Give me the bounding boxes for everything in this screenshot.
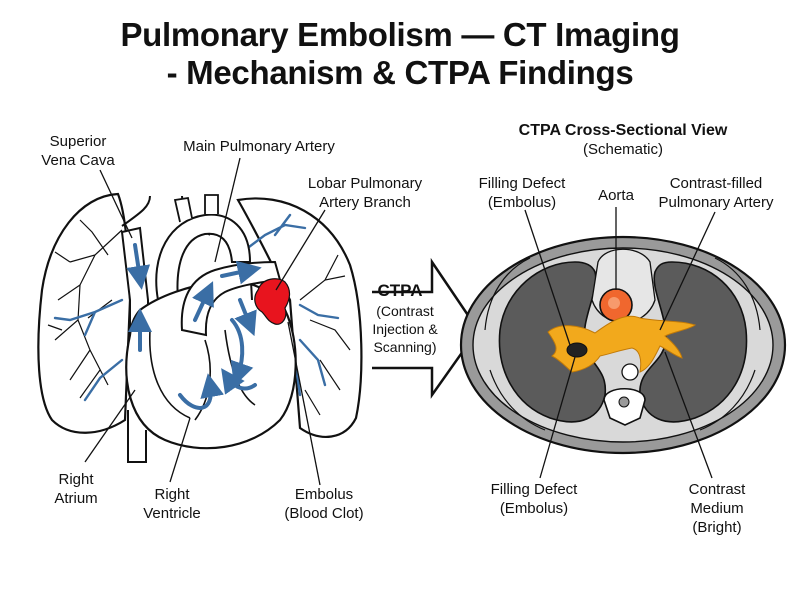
ctpa-arrow-line2: Injection & — [372, 321, 438, 337]
heart-labels: Superior Vena Cava Main Pulmonary Artery… — [41, 133, 422, 522]
blood-flow-arrows — [126, 243, 262, 410]
lung-right — [37, 192, 132, 434]
label-ra-line2: Atrium — [54, 490, 97, 507]
spinal-canal — [618, 396, 630, 408]
label-fd-bottom-line2: (Embolus) — [500, 500, 568, 517]
ct-view-subtitle: (Schematic) — [583, 141, 663, 158]
embolus-clot — [254, 278, 291, 325]
heart-leader-lines — [84, 157, 326, 486]
arch-branches — [173, 194, 219, 223]
label-rv-line1: Right — [154, 486, 190, 503]
title-line-1: Pulmonary Embolism — CT Imaging — [120, 16, 680, 53]
contrast-pulmonary-artery — [547, 315, 697, 373]
ct-aorta-highlight — [608, 297, 620, 309]
pulmonary-vessels — [53, 213, 340, 402]
label-contrast-line2: Medium — [690, 500, 743, 517]
ctpa-arrow-line3: Scanning) — [373, 339, 436, 355]
ct-leader-lines — [524, 207, 716, 479]
label-embolus-line2: (Blood Clot) — [284, 505, 363, 522]
title-line-2: - Mechanism & CTPA Findings — [166, 54, 634, 91]
label-main-pa: Main Pulmonary Artery — [183, 138, 335, 155]
inferior-vena-cava — [127, 410, 147, 463]
ribs — [484, 257, 761, 431]
bronchial-tree-left — [299, 254, 351, 416]
label-fd-top-line2: (Embolus) — [488, 194, 556, 211]
label-contrast-line3: (Bright) — [692, 519, 741, 536]
ct-view-title: CTPA Cross-Sectional View — [519, 122, 728, 139]
ct-labels: Filling Defect (Embolus) Aorta Contrast-… — [479, 175, 774, 536]
label-contrast-line1: Contrast — [689, 481, 747, 498]
ctpa-arrow-title: CTPA — [377, 281, 422, 300]
ct-filling-defect — [566, 342, 588, 358]
heart-lung-illustration — [37, 192, 363, 463]
label-cfpa-line2: Pulmonary Artery — [658, 194, 774, 211]
label-lobar-line2: Artery Branch — [319, 194, 411, 211]
ctpa-arrow-line1: (Contrast — [376, 303, 434, 319]
label-rv-line2: Ventricle — [143, 505, 201, 522]
label-svc-line2: Vena Cava — [41, 152, 115, 169]
label-cfpa-line1: Contrast-filled — [670, 175, 763, 192]
esophagus — [621, 363, 639, 381]
label-fd-top-line1: Filling Defect — [479, 175, 567, 192]
label-lobar-line1: Lobar Pulmonary — [308, 175, 423, 192]
label-aorta: Aorta — [598, 187, 635, 204]
label-fd-bottom-line1: Filling Defect — [491, 481, 579, 498]
bronchial-tree-right — [47, 219, 123, 399]
label-svc-line1: Superior — [50, 133, 107, 150]
page-title: Pulmonary Embolism — CT Imaging - Mechan… — [0, 16, 800, 92]
ct-cross-section: CTPA Cross-Sectional View (Schematic) — [459, 122, 787, 455]
label-embolus-line1: Embolus — [295, 486, 353, 503]
label-ra-line1: Right — [58, 471, 94, 488]
